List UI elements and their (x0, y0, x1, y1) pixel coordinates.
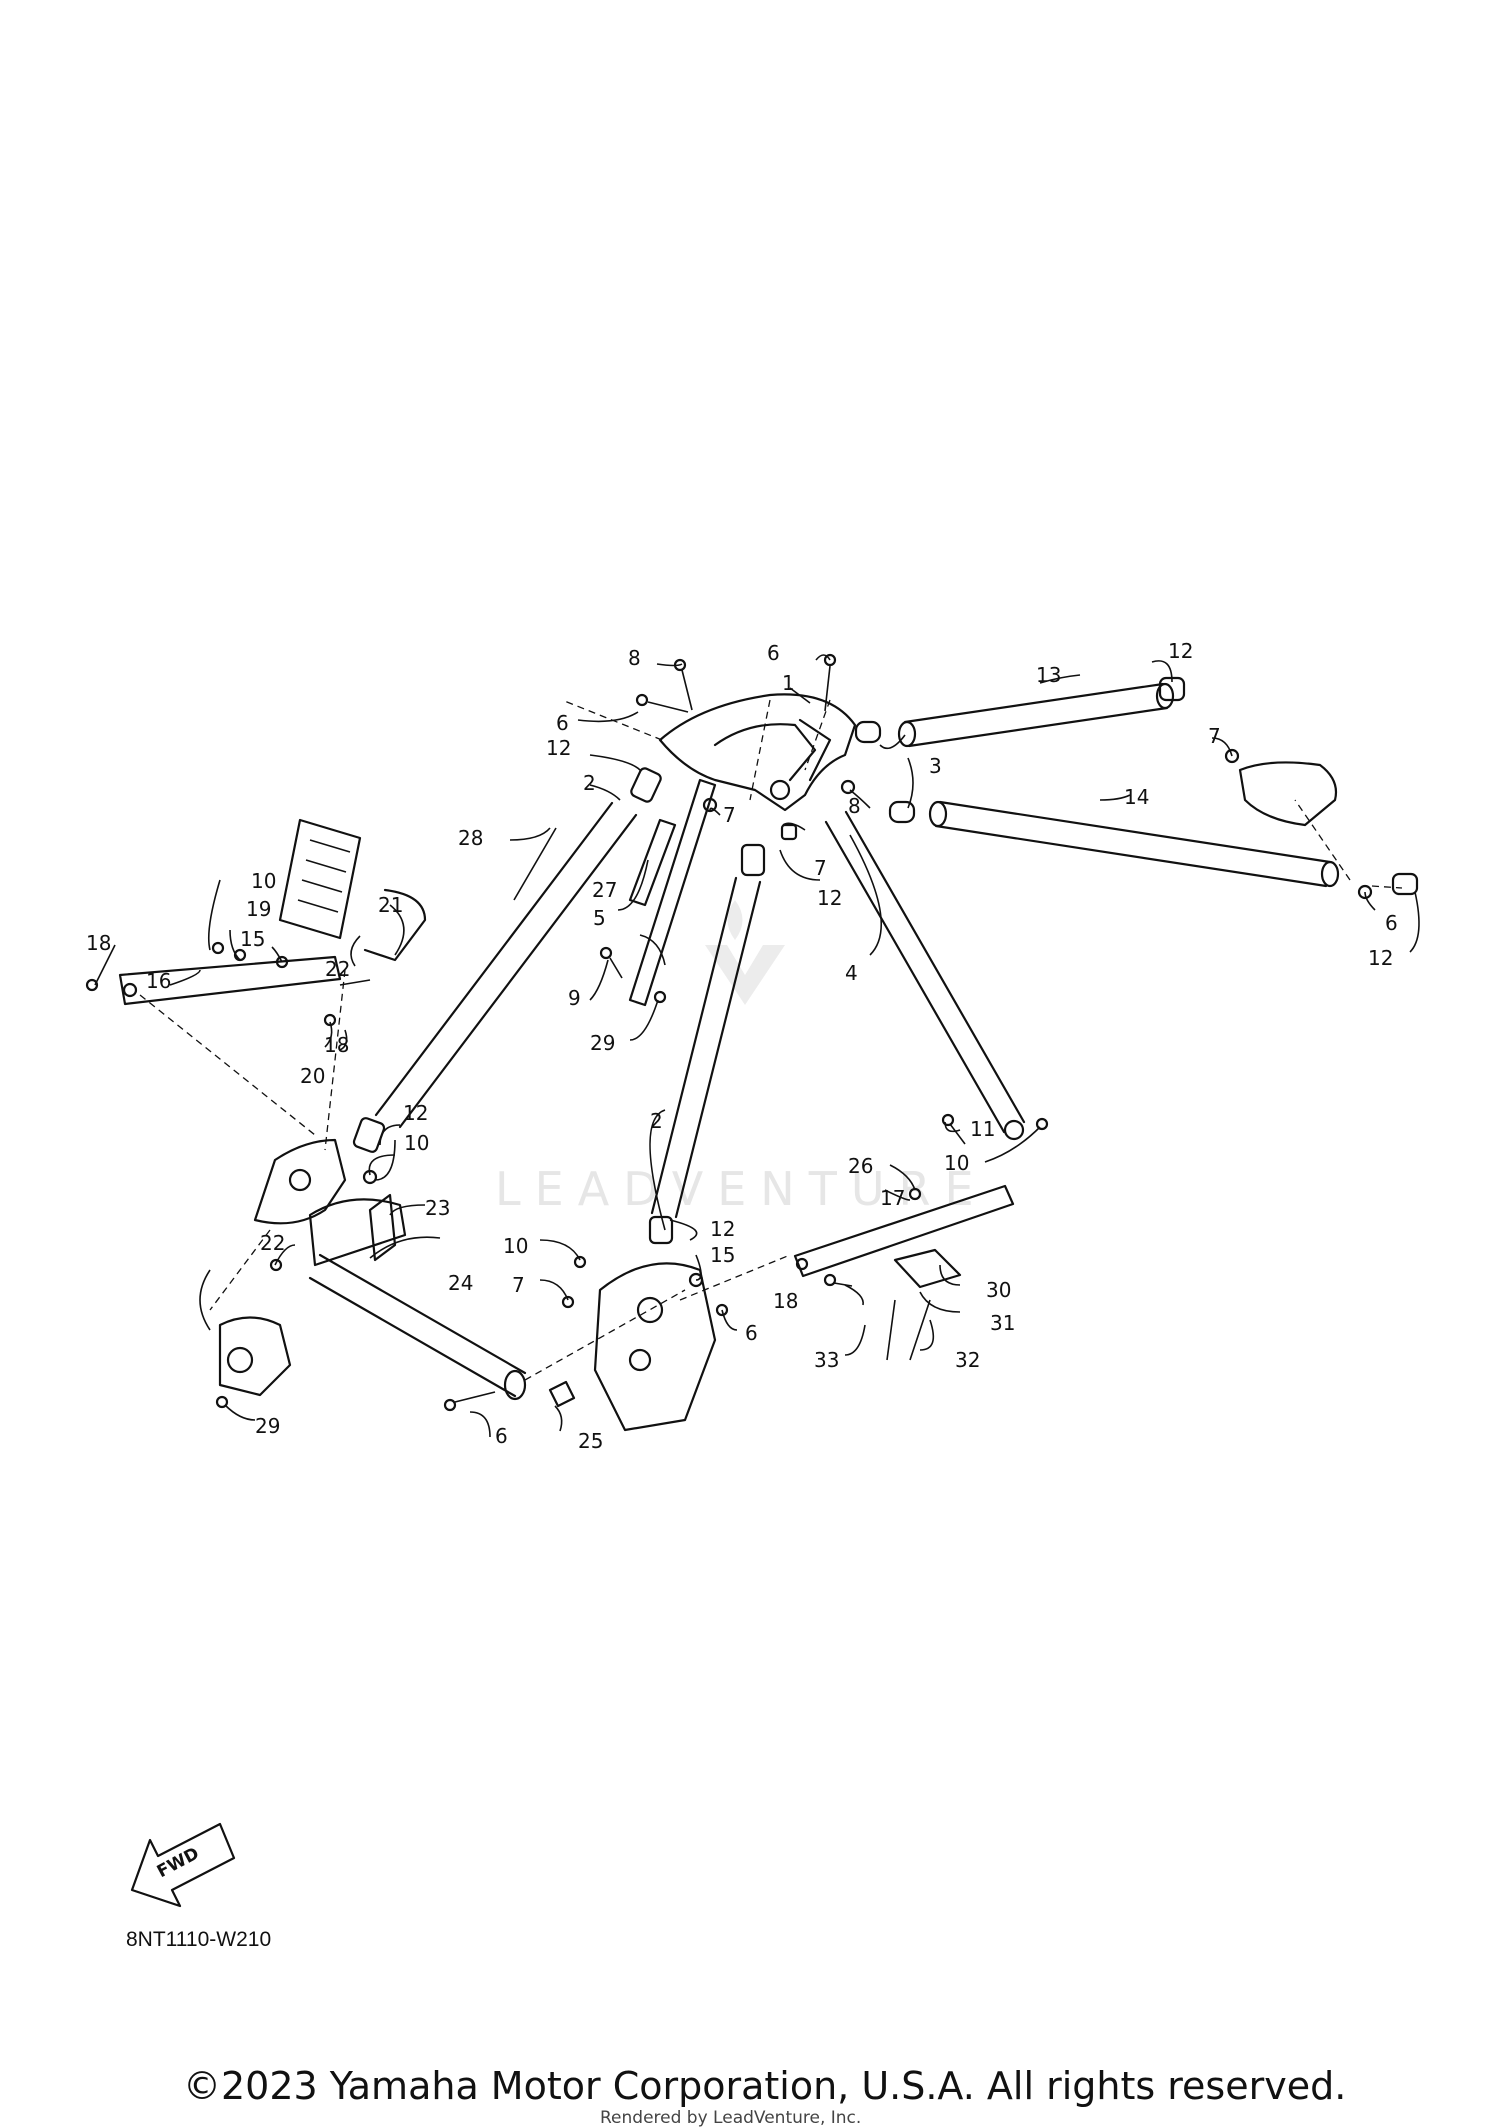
left-lower-assembly (253, 1138, 347, 1225)
callout-15-left: 15 (240, 927, 265, 951)
callout-15-right: 15 (710, 1243, 735, 1267)
diagram-code: 8NT1110-W210 (126, 1928, 272, 1951)
callout-7-lower: 7 (512, 1273, 525, 1297)
callout-32: 32 (955, 1348, 980, 1372)
callout-12-center: 12 (817, 886, 842, 910)
callout-6-top: 6 (767, 641, 780, 665)
callout-31: 31 (990, 1311, 1015, 1335)
callout-6-center: 6 (745, 1321, 758, 1345)
callout-9: 9 (568, 986, 581, 1010)
callout-12-lower-left: 12 (403, 1101, 428, 1125)
callout-10-lower: 10 (503, 1234, 528, 1258)
callout-1: 1 (782, 671, 795, 695)
callout-25: 25 (578, 1429, 603, 1453)
part-17-arm (793, 1184, 1015, 1278)
part-2-center-tube (650, 876, 762, 1219)
callout-13: 13 (1036, 663, 1061, 687)
callout-3: 3 (929, 754, 942, 778)
part-13-tube (854, 682, 1175, 748)
callout-8-right: 8 (848, 794, 861, 818)
callout-2-left: 2 (583, 771, 596, 795)
part-27-plate (628, 818, 677, 907)
part-21-bracket (278, 818, 427, 962)
callout-10-right: 10 (944, 1151, 969, 1175)
part-2-left-tube (374, 801, 638, 1129)
callout-22-lower: 22 (260, 1231, 285, 1255)
callout-16: 16 (146, 969, 171, 993)
callout-23: 23 (425, 1196, 450, 1220)
callout-6-left: 6 (556, 711, 569, 735)
callout-4: 4 (845, 961, 858, 985)
callout-18-right: 18 (773, 1289, 798, 1313)
callout-12-lower-center: 12 (710, 1217, 735, 1241)
callout-12-left: 12 (546, 736, 571, 760)
part-5-bar (628, 778, 717, 1007)
bushing-12-center-bottom (648, 1215, 674, 1245)
fwd-arrow-icon: FWD (130, 1822, 236, 1908)
callout-28: 28 (458, 826, 483, 850)
bushing-12-center-top (740, 843, 766, 877)
callout-14: 14 (1124, 785, 1149, 809)
callout-17: 17 (880, 1186, 905, 1210)
callout-6-right: 6 (1385, 911, 1398, 935)
callout-18-left: 18 (86, 931, 111, 955)
callout-18-lower: 18 (324, 1033, 349, 1057)
callout-10-lower-left: 10 (404, 1131, 429, 1155)
callout-29-lower: 29 (255, 1414, 280, 1438)
rendered-by-notice: Rendered by LeadVenture, Inc. (600, 2108, 862, 2128)
callout-7-center: 7 (723, 803, 736, 827)
copyright-notice: ©2023 Yamaha Motor Corporation, U.S.A. A… (183, 2064, 1347, 2108)
callout-10-left: 10 (251, 869, 276, 893)
part-30-block (893, 1248, 962, 1289)
watermark-text: LEADVENTURE (495, 1162, 988, 1216)
part-4-tube (824, 810, 1026, 1141)
part-23-plate (308, 1193, 407, 1267)
callout-30: 30 (986, 1278, 1011, 1302)
bushing-12-lower-left (352, 1117, 386, 1153)
callout-6-bottom: 6 (495, 1424, 508, 1448)
callout-27: 27 (592, 878, 617, 902)
part-24-tube (308, 1253, 527, 1401)
part-1-upper-bracket (658, 693, 857, 812)
assembly-lines (139, 699, 1403, 1381)
callout-7-top-right: 7 (1208, 724, 1221, 748)
bushing-12-upper-left (630, 767, 662, 803)
fwd-label: FWD (154, 1844, 203, 1883)
callout-7-right: 7 (814, 856, 827, 880)
callout-33: 33 (814, 1348, 839, 1372)
part-33-bolt (886, 1299, 896, 1361)
motor-assembly (199, 1269, 292, 1397)
part-16-arm (118, 955, 342, 1006)
bushing-12-right (1391, 872, 1419, 896)
leadventure-watermark: LEADVENTURE (495, 900, 988, 1216)
callout-11: 11 (970, 1117, 995, 1141)
callout-29-upper: 29 (590, 1031, 615, 1055)
callout-2-center: 2 (650, 1109, 663, 1133)
callout-26: 26 (848, 1154, 873, 1178)
center-lower-bracket (593, 1262, 717, 1432)
callout-12-top-right: 12 (1168, 639, 1193, 663)
part-14-tube (888, 800, 1340, 888)
callout-8-top: 8 (628, 646, 641, 670)
bracket-right (1238, 761, 1338, 827)
callout-labels: 1 2 2 3 4 5 6 6 6 6 6 7 7 7 7 8 8 9 10 1… (86, 639, 1398, 1453)
callout-24: 24 (448, 1271, 473, 1295)
callout-5: 5 (593, 906, 606, 930)
part-25-nut (548, 1380, 576, 1408)
callout-19: 19 (246, 897, 271, 921)
leader-lines (94, 654, 1420, 1438)
part-32-pin (909, 1299, 931, 1361)
fasteners (85, 653, 1373, 1412)
part-28-rod (513, 827, 557, 901)
callout-21: 21 (378, 893, 403, 917)
callout-20: 20 (300, 1064, 325, 1088)
callout-22-upper: 22 (325, 957, 350, 981)
callout-12-right: 12 (1368, 946, 1393, 970)
